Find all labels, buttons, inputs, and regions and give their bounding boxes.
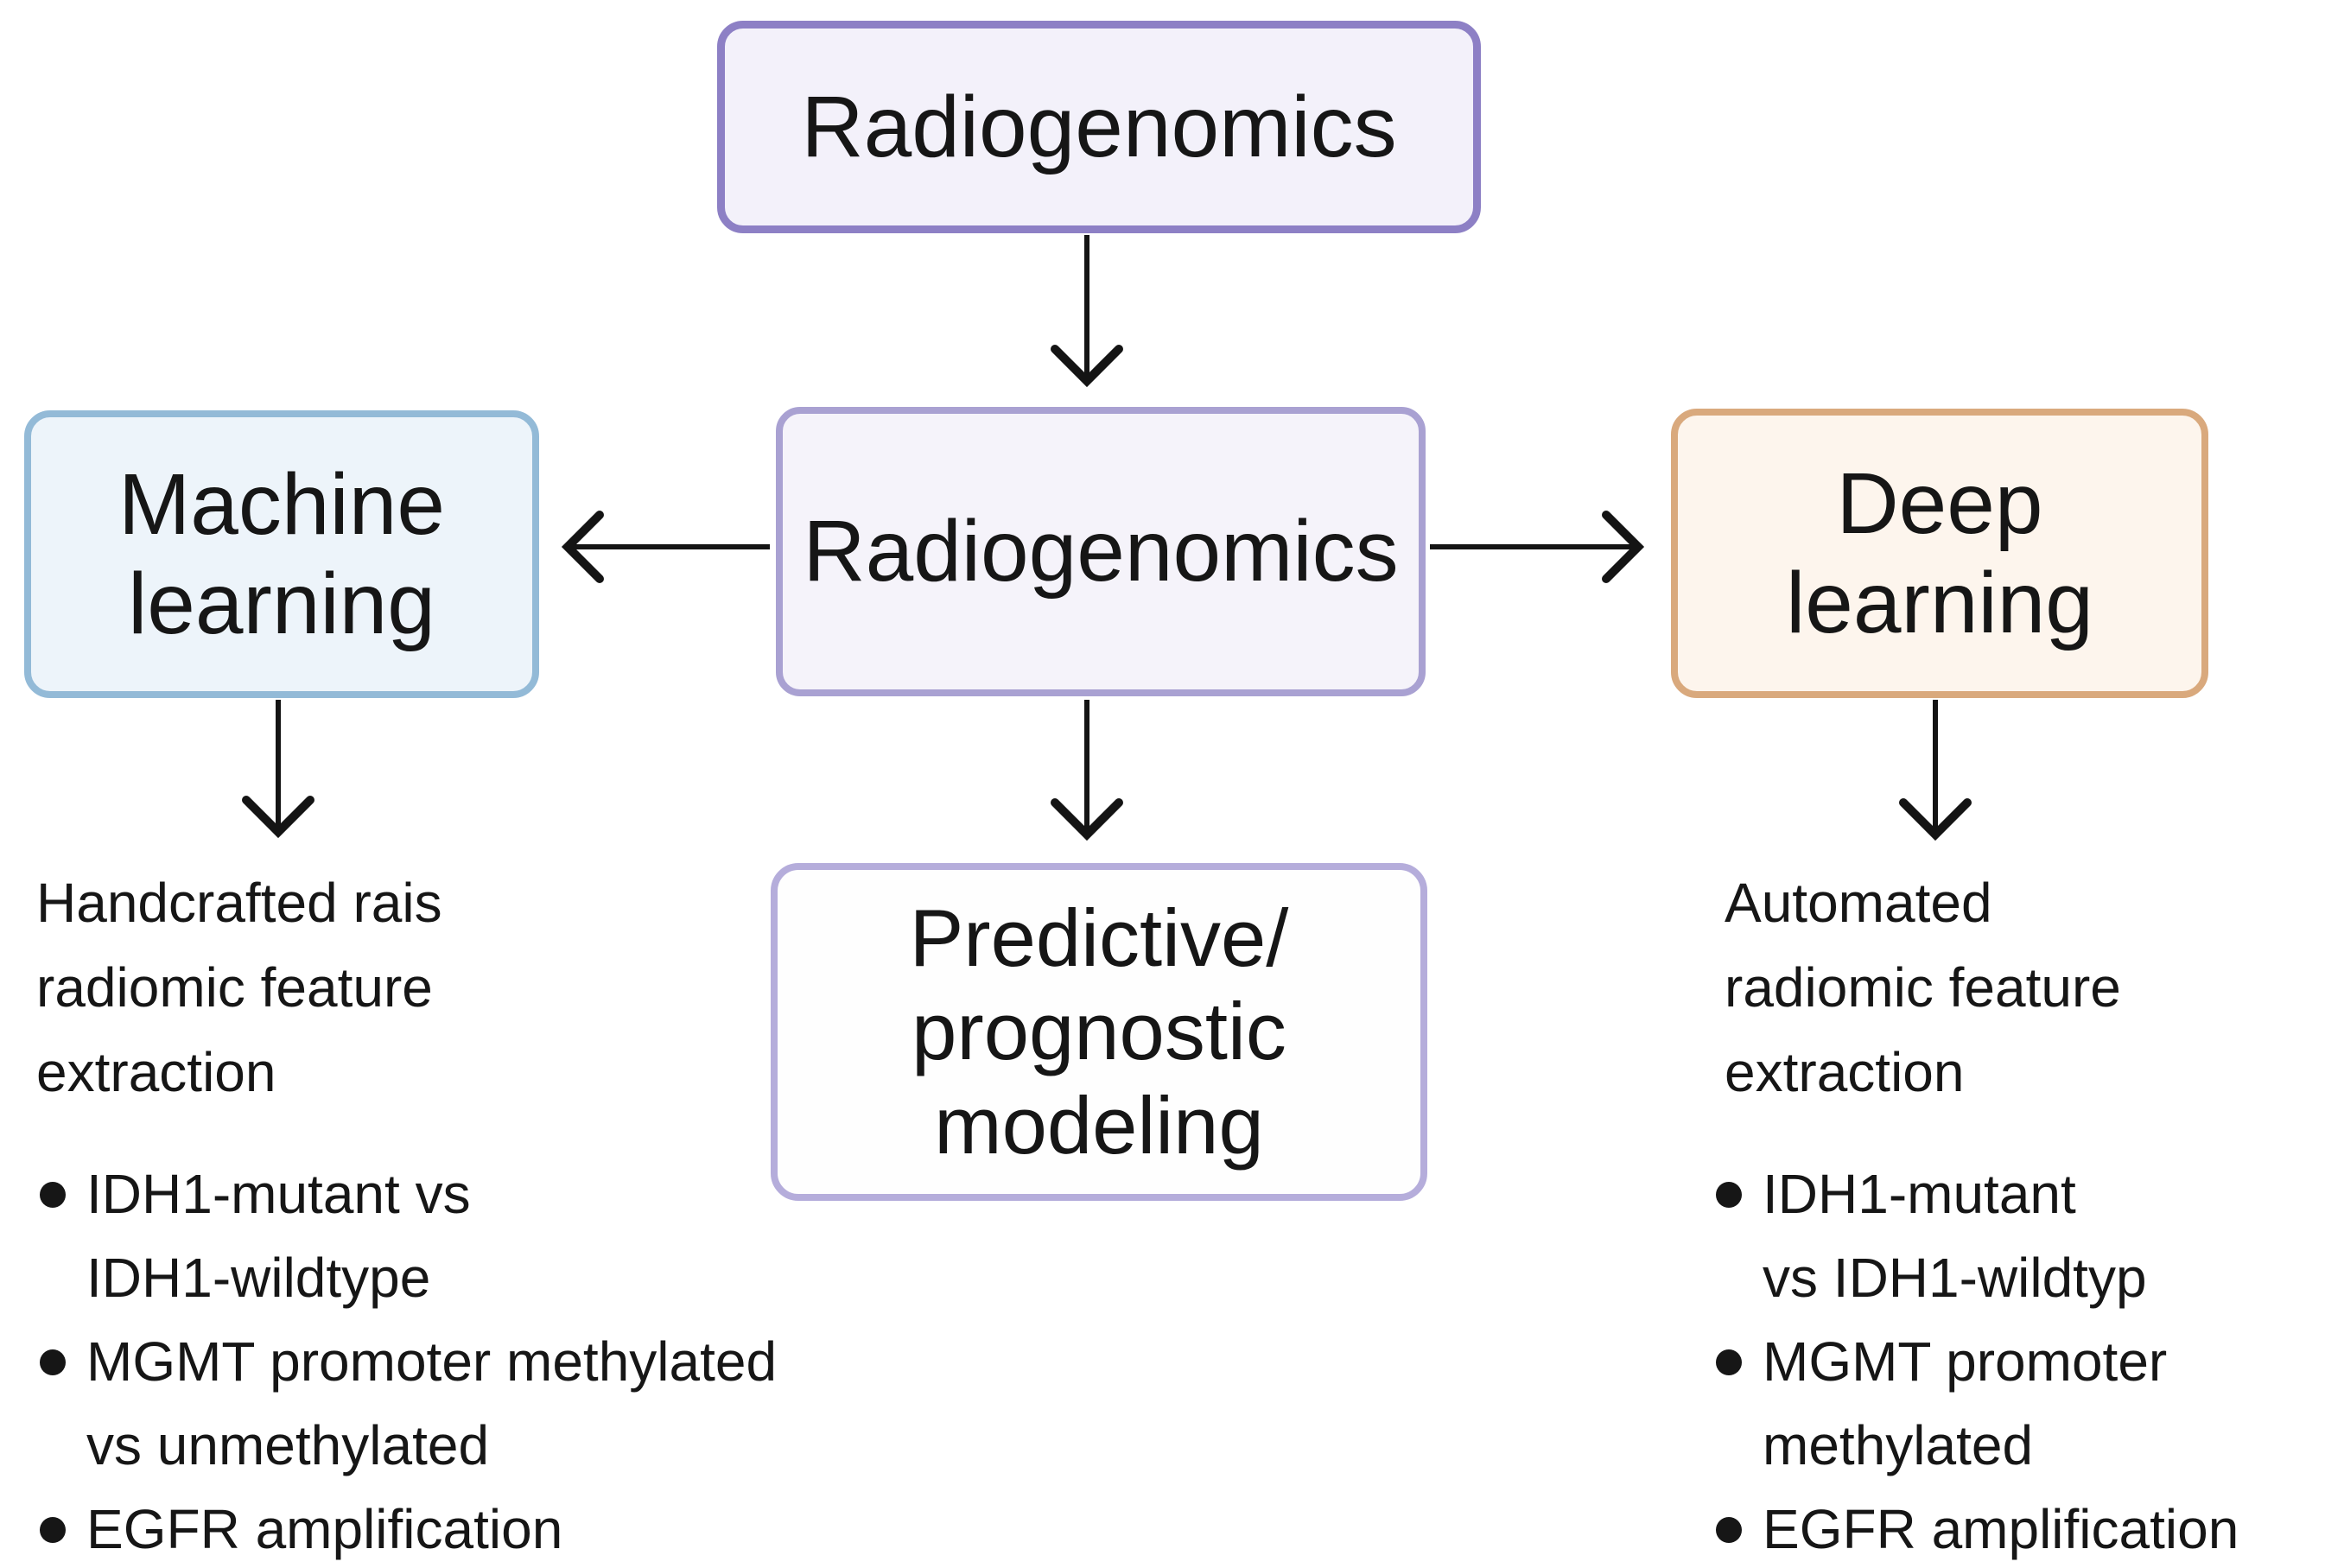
arrow-center-to-deep-learning xyxy=(1430,511,1645,583)
list-item: EGFR amplification xyxy=(40,1488,777,1568)
heading-line: extraction xyxy=(1725,1041,1965,1103)
arrow-machine-learning-to-text xyxy=(242,700,314,839)
bullet-text: MGMT promoter methylated xyxy=(1763,1320,2167,1488)
bullet-text: IDH1-mutant vs IDH1-wildtype xyxy=(86,1152,471,1320)
label-line: Deep xyxy=(1836,454,2043,552)
label-line: modeling xyxy=(934,1079,1264,1171)
list-item: IDH1-mutant vs IDH1-wildtype xyxy=(40,1152,777,1320)
bullet-line: methylated xyxy=(1763,1414,2034,1476)
node-radiogenomics-top: Radiogenomics xyxy=(717,21,1481,233)
bullet-line: EGFR amplification xyxy=(1763,1498,2239,1560)
bullet-text: IDH1-mutant vs IDH1-wildtyp xyxy=(1763,1152,2147,1320)
heading-line: radiomic feature xyxy=(36,956,433,1019)
node-label: Machine learning xyxy=(118,455,445,654)
list-item: MGMT promoter methylated vs unmethylated xyxy=(40,1320,777,1488)
node-machine-learning: Machine learning xyxy=(24,410,539,698)
bullet-line: MGMT promoter xyxy=(1763,1330,2168,1393)
label-line: learning xyxy=(1786,554,2093,651)
bullet-dot xyxy=(1716,1182,1742,1208)
bullet-dot xyxy=(40,1349,66,1375)
ml-bullet-list: IDH1-mutant vs IDH1-wildtype MGMT promot… xyxy=(40,1152,777,1568)
bullet-line: IDH1-mutant xyxy=(1763,1163,2076,1225)
bullet-line: MGMT promoter methylated xyxy=(86,1330,778,1393)
arrow-center-to-machine-learning xyxy=(561,511,770,583)
dl-branch-heading: Automated radiomic feature extraction xyxy=(1725,860,2121,1114)
label-line: learning xyxy=(128,555,435,652)
dl-bullet-list: IDH1-mutant vs IDH1-wildtyp MGMT promote… xyxy=(1716,1152,2239,1568)
bullet-text: EGFR amplification xyxy=(86,1488,562,1568)
bullet-dot xyxy=(40,1517,66,1543)
bullet-dot xyxy=(40,1182,66,1208)
node-deep-learning: Deep learning xyxy=(1671,409,2208,698)
heading-line: Handcrafted rais xyxy=(36,872,442,934)
ml-branch-heading: Handcrafted rais radiomic feature extrac… xyxy=(36,860,442,1114)
bullet-line: EGFR amplification xyxy=(86,1498,563,1560)
label-line: Machine xyxy=(118,455,445,553)
bullet-dot xyxy=(1716,1517,1742,1543)
bullet-line: IDH1-wildtype xyxy=(86,1247,431,1309)
bullet-dot xyxy=(1716,1349,1742,1375)
bullet-line: vs IDH1-wildtyp xyxy=(1763,1247,2147,1309)
label-line: prognostic xyxy=(912,986,1286,1077)
bullet-text: MGMT promoter methylated vs unmethylated xyxy=(86,1320,777,1488)
label-line: Predictive/ xyxy=(909,892,1289,984)
heading-line: Automated xyxy=(1725,872,1992,934)
node-label: Radiogenomics xyxy=(801,78,1397,175)
node-predictive-prognostic-modeling: Predictive/ prognostic modeling xyxy=(771,863,1427,1201)
arrow-deep-learning-to-text xyxy=(1899,700,1972,841)
arrow-top-to-center xyxy=(1051,235,1123,388)
arrow-center-to-predictive xyxy=(1051,700,1123,841)
heading-line: extraction xyxy=(36,1041,276,1103)
list-item: MGMT promoter methylated xyxy=(1716,1320,2239,1488)
node-label: Deep learning xyxy=(1786,454,2093,653)
list-item: EGFR amplification xyxy=(1716,1488,2239,1568)
node-label: Radiogenomics xyxy=(803,503,1399,600)
node-radiogenomics-center: Radiogenomics xyxy=(776,407,1426,696)
heading-line: radiomic feature xyxy=(1725,956,2121,1019)
bullet-text: EGFR amplification xyxy=(1763,1488,2239,1568)
node-label: Predictive/ prognostic modeling xyxy=(910,892,1289,1171)
bullet-line: vs unmethylated xyxy=(86,1414,490,1476)
bullet-line: IDH1-mutant vs xyxy=(86,1163,471,1225)
list-item: IDH1-mutant vs IDH1-wildtyp xyxy=(1716,1152,2239,1320)
